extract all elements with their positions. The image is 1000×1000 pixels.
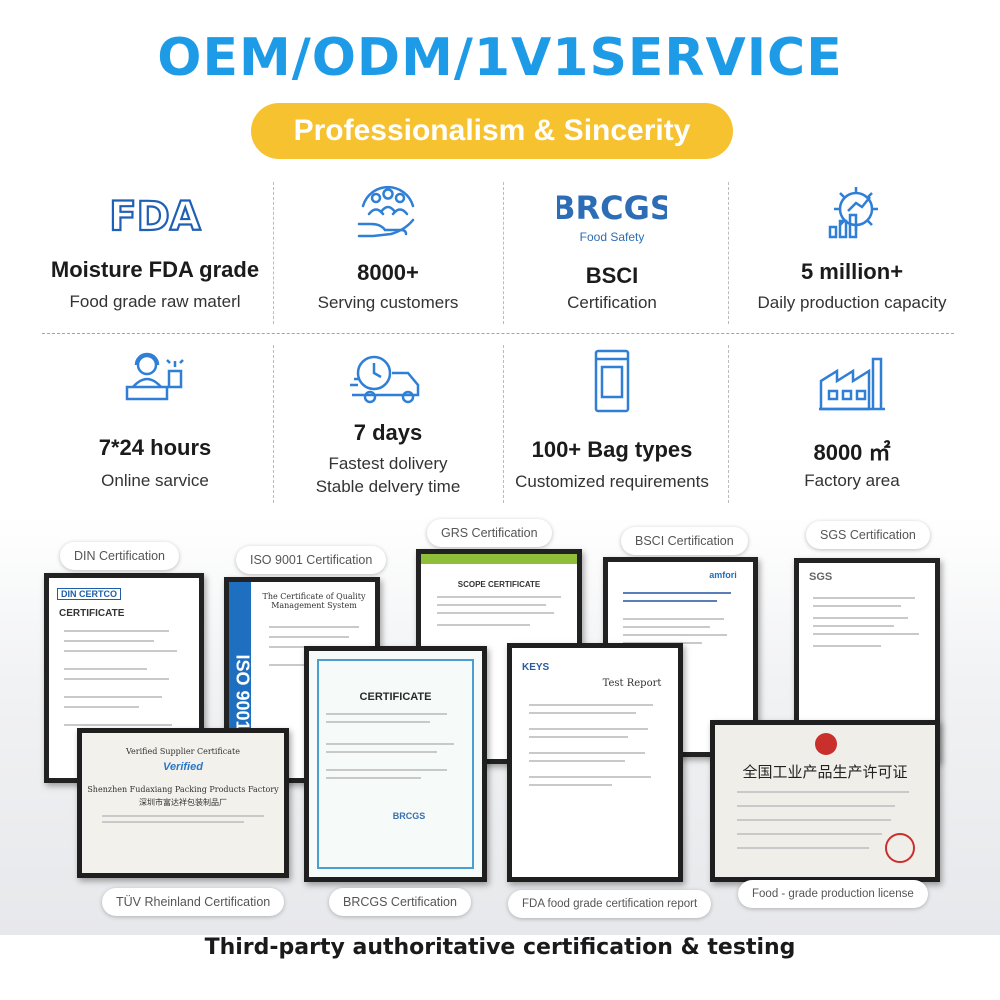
license-title: 全国工业产品生产许可证 <box>742 764 908 781</box>
feature-desc: Food grade raw materl <box>69 292 241 311</box>
feature-desc: Factory area <box>804 471 900 490</box>
grid-divider <box>42 333 954 334</box>
feature-title: 7 days <box>353 420 423 445</box>
bsci-brand: amfori <box>709 570 737 580</box>
grs-title: SCOPE CERTIFICATE <box>457 580 541 589</box>
subtitle-banner: Professionalism & Sincerity <box>251 103 733 159</box>
bottom-caption: Third-party authoritative certification … <box>204 935 796 960</box>
feature-desc: Certification <box>567 293 657 312</box>
svg-text:Food Safety: Food Safety <box>580 230 645 244</box>
fda-test-report: KEYS Test Report <box>507 643 683 882</box>
label-license: Food - grade production license <box>738 880 928 908</box>
feature-desc: Fastest dolivery <box>328 454 448 473</box>
test-report-title: Test Report <box>602 678 662 689</box>
svg-text:FDA: FDA <box>109 194 201 239</box>
feature-desc: Daily production capacity <box>757 293 947 312</box>
brcgs-logo-icon: BRCGS Food Safety <box>557 189 667 244</box>
label-grs: GRS Certification <box>427 519 552 547</box>
label-din: DIN Certification <box>60 542 179 570</box>
feature-title: 5 million+ <box>800 259 904 284</box>
tuv-certificate: Verified Supplier Certificate Verified S… <box>77 728 289 878</box>
factory-icon <box>819 357 885 411</box>
label-bsci: BSCI Certification <box>621 527 748 555</box>
tuv-company-cn: 深圳市富达祥包装制品厂 <box>139 798 227 807</box>
feature-desc: Stable delvery time <box>315 477 461 496</box>
tuv-company: Shenzhen Fudaxiang Packing Products Fact… <box>87 785 279 794</box>
label-brcgs: BRCGS Certification <box>329 888 471 916</box>
tuv-brand: Verified <box>163 761 203 773</box>
feature-desc: Customized requirements <box>515 472 709 491</box>
production-license: 全国工业产品生产许可证 <box>710 720 940 882</box>
customers-hand-icon <box>357 185 415 238</box>
din-title: CERTIFICATE <box>59 608 125 619</box>
brcgs-certificate: CERTIFICATE BRCGS <box>304 646 487 882</box>
feature-title: 7*24 hours <box>98 435 212 460</box>
label-tuv: TÜV Rheinland Certification <box>102 888 285 916</box>
sgs-logo: SGS <box>809 571 833 583</box>
feature-title: 100+ Bag types <box>531 437 693 462</box>
online-support-icon <box>125 352 184 401</box>
feature-title: 8000 ㎡ <box>813 440 891 465</box>
label-sgs: SGS Certification <box>806 521 930 549</box>
feature-desc: Serving customers <box>317 293 459 312</box>
feature-title: Moisture FDA grade <box>50 257 260 282</box>
production-gear-icon <box>828 187 878 239</box>
din-logo: DIN CERTCO <box>57 588 121 600</box>
main-title: OEM/ODM/1V1SERVICE <box>157 28 843 88</box>
fda-logo-icon: FDA <box>108 193 202 239</box>
tuv-title: Verified Supplier Certificate <box>126 747 240 756</box>
brcgs-small-logo: BRCGS <box>392 811 426 821</box>
label-fda: FDA food grade certification report <box>508 890 712 918</box>
svg-text:BRCGS: BRCGS <box>557 189 667 227</box>
feature-title: 8000+ <box>357 260 419 285</box>
label-iso: ISO 9001 Certification <box>236 546 387 574</box>
delivery-truck-icon <box>350 355 420 404</box>
brcgs-title: CERTIFICATE <box>359 691 432 703</box>
keys-logo: KEYS <box>522 662 550 673</box>
feature-title: BSCI <box>585 263 639 288</box>
iso-title: The Certificate of Quality Management Sy… <box>262 592 366 610</box>
feature-desc: Online sarvice <box>101 471 209 490</box>
bag-icon <box>594 349 630 413</box>
